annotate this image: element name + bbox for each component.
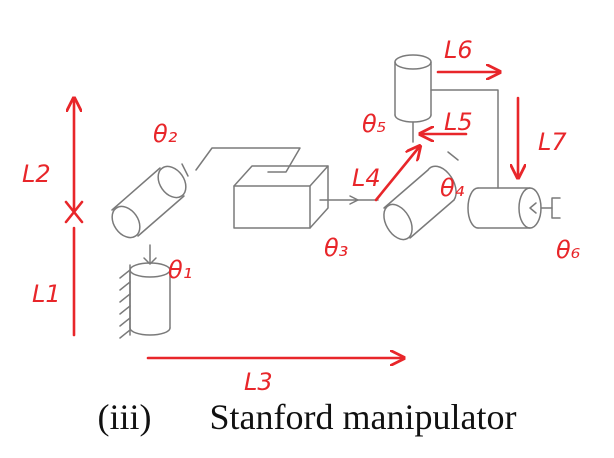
prismatic-arrowhead (349, 195, 359, 205)
l4-arrow (374, 146, 420, 202)
figure-caption: (iii) Stanford manipulator (0, 396, 614, 438)
l7-label: L7 (538, 128, 567, 156)
l1-label: L1 (32, 280, 61, 308)
base-cylinder (129, 244, 171, 336)
robot-line-art (111, 54, 561, 339)
caption-tag: (iii) (97, 397, 152, 437)
l3-label: L3 (244, 368, 273, 396)
l6-label: L6 (444, 36, 473, 64)
l1-l2-divider-mark (64, 200, 84, 224)
shoulder-cylinder (111, 163, 189, 239)
joint5-cylinder (394, 54, 432, 143)
theta2-label: θ₂ (153, 120, 178, 148)
theta1-label: θ₁ (168, 256, 192, 284)
annotation-labels: θ₂ θ₁ θ₃ θ₄ θ₅ θ₆ L2 L1 L3 L4 L5 L6 L7 (22, 36, 581, 396)
end-effector-cylinder (467, 187, 561, 229)
l5-label: L5 (444, 108, 473, 136)
theta4-label: θ₄ (440, 174, 465, 202)
wrist-link (430, 89, 499, 189)
l2-label: L2 (22, 160, 51, 188)
upper-link (195, 147, 301, 173)
caption-title: Stanford manipulator (209, 397, 517, 437)
prismatic-box (233, 165, 329, 229)
wrist-cylinder (383, 151, 459, 241)
l4-label: L4 (352, 164, 381, 192)
annotations (64, 72, 518, 358)
theta6-label: θ₆ (556, 236, 581, 264)
theta5-label: θ₅ (362, 110, 386, 138)
base-hatching (119, 264, 131, 339)
theta3-label: θ₃ (324, 234, 348, 262)
